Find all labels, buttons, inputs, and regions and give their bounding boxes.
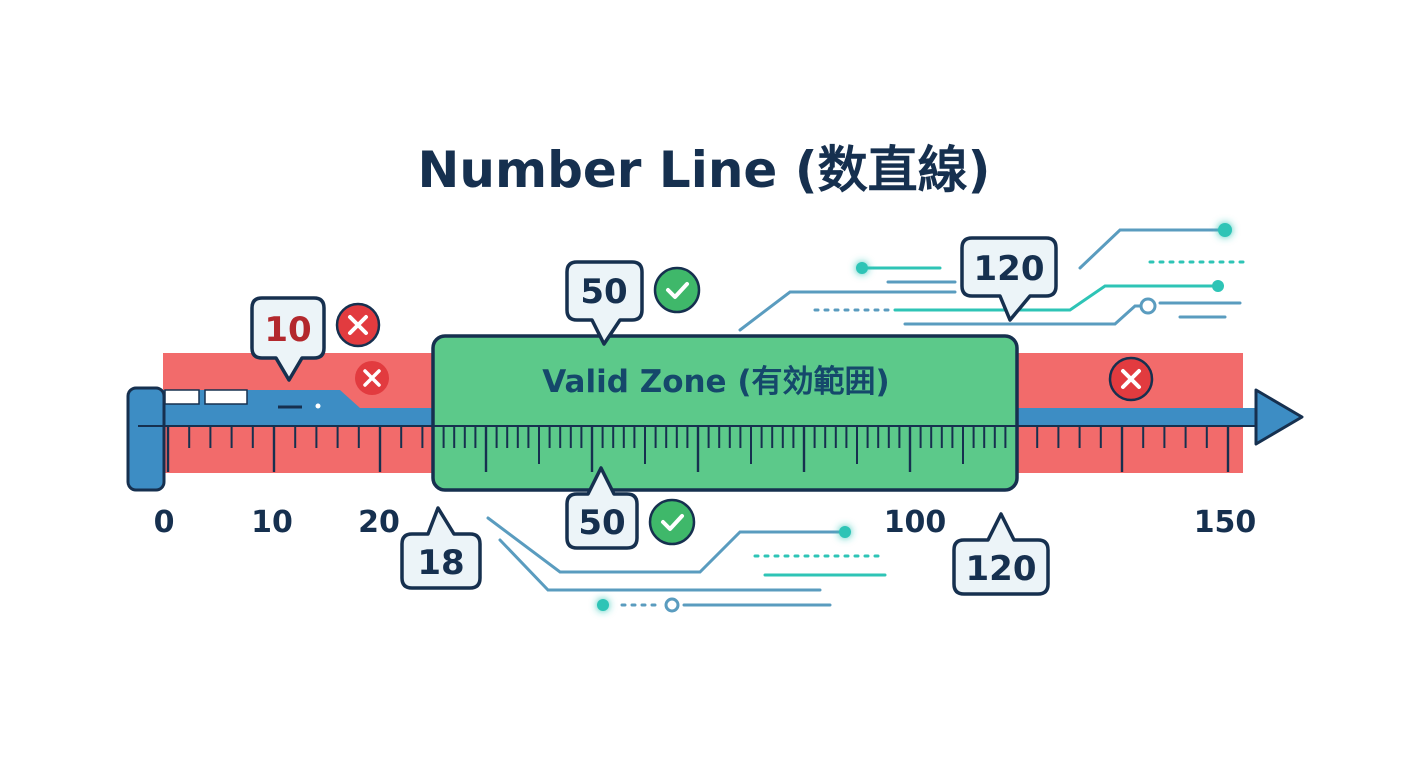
callout-above-50: 50 xyxy=(565,260,701,346)
circuit-decoration-bottom xyxy=(486,516,887,613)
cross-circle-icon xyxy=(1108,356,1154,402)
tick-label-10: 10 xyxy=(251,505,293,540)
arrow-right-icon xyxy=(1254,388,1304,446)
tick-label-20: 20 xyxy=(358,505,400,540)
svg-text:50: 50 xyxy=(578,503,625,543)
tick-label-150: 150 xyxy=(1194,505,1257,540)
valid-zone: Valid Zone (有効範囲) xyxy=(431,334,1019,492)
callout-above-10: 10 xyxy=(250,296,381,382)
cross-circle-icon xyxy=(335,302,381,348)
axis-start-cap xyxy=(126,386,166,492)
valid-zone-label: Valid Zone (有効範囲) xyxy=(542,364,889,400)
callout-below-18: 18 xyxy=(400,506,482,590)
tick-label-0: 0 xyxy=(154,505,175,540)
svg-text:50: 50 xyxy=(580,272,627,312)
callout-above-120: 120 xyxy=(960,236,1058,322)
circuit-decoration-top xyxy=(738,223,1252,332)
callout-below-120: 120 xyxy=(952,512,1050,596)
svg-text:18: 18 xyxy=(417,543,464,583)
axis-labels: 0 10 20 100 150 xyxy=(154,505,1257,540)
check-circle-icon xyxy=(653,266,701,314)
cross-circle-icon xyxy=(355,361,389,395)
tick-label-100: 100 xyxy=(884,505,947,540)
page-title: Number Line (数直線) xyxy=(418,141,991,199)
callout-below-50: 50 xyxy=(565,466,696,550)
svg-text:10: 10 xyxy=(264,310,311,350)
svg-text:120: 120 xyxy=(974,249,1045,289)
check-circle-icon xyxy=(648,498,696,546)
svg-text:120: 120 xyxy=(966,549,1037,589)
